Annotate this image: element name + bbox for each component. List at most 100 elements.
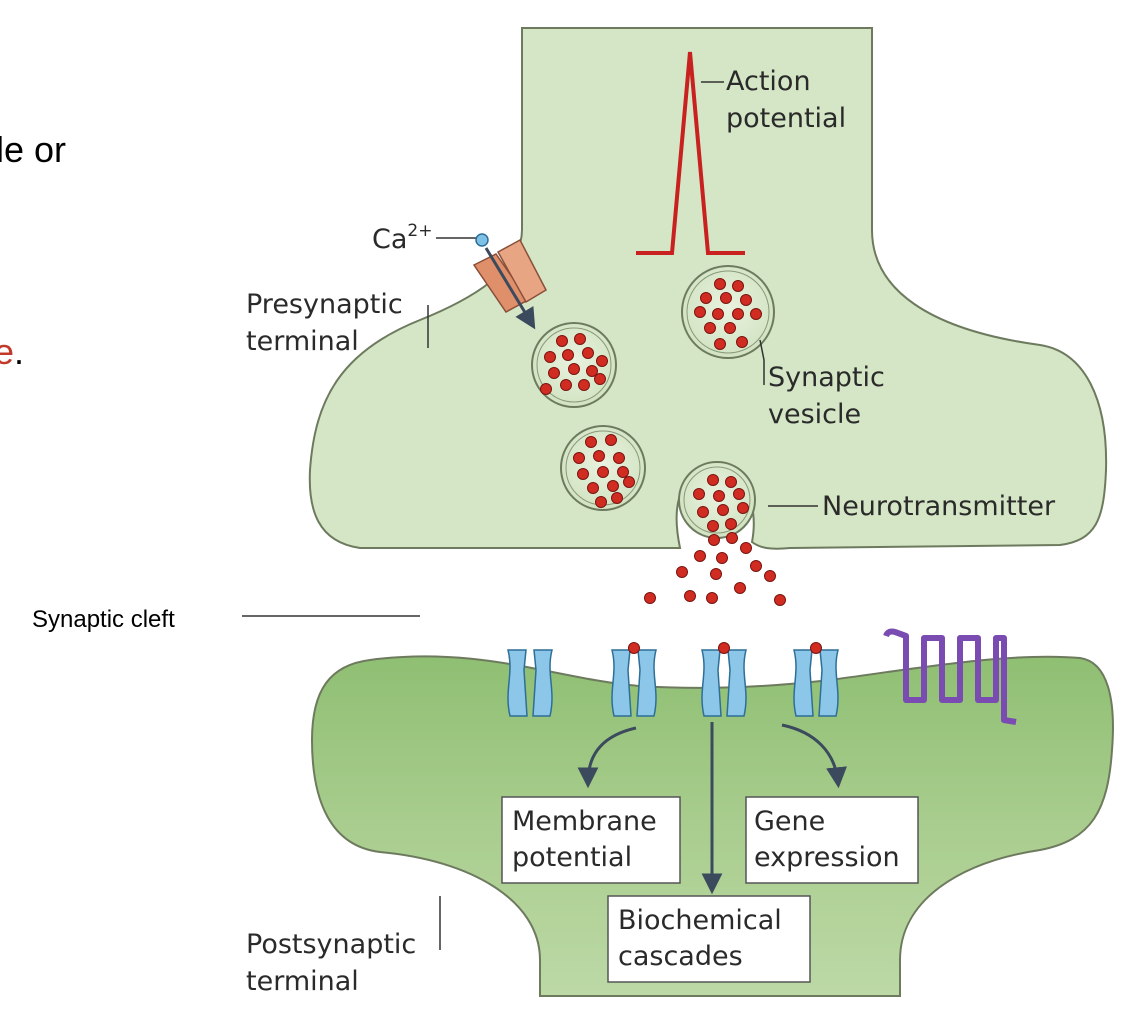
neurotransmitter-molecule — [613, 452, 625, 464]
neurotransmitter-molecule — [586, 365, 598, 377]
cropped-text-line2: e. — [0, 331, 24, 372]
neurotransmitter-molecule — [578, 379, 590, 391]
neurotransmitter-molecule — [716, 552, 728, 564]
cropped-text-line1: le or — [0, 129, 66, 170]
synaptic-vesicle — [560, 425, 646, 511]
neurotransmitter-molecule — [694, 306, 706, 318]
neurotransmitter-molecule — [617, 466, 629, 478]
neurotransmitter-molecule — [574, 333, 586, 345]
neurotransmitter-molecule — [704, 322, 716, 334]
neurotransmitter-molecule — [577, 468, 589, 480]
presynaptic-label-line2: terminal — [246, 326, 359, 357]
neurotransmitter-molecule — [714, 278, 726, 290]
neurotransmitter-molecule — [582, 347, 594, 359]
presynaptic-label-line1: Presynaptic — [246, 289, 403, 320]
neurotransmitter-molecule — [611, 492, 623, 504]
neurotransmitter-molecule — [707, 520, 719, 532]
neurotransmitter-molecule — [548, 367, 560, 379]
neurotransmitter-molecule — [712, 308, 724, 320]
neurotransmitter-molecule — [596, 355, 608, 367]
ionotropic-receptor — [507, 649, 553, 717]
biochemical-cascades-line1: Biochemical — [618, 905, 782, 936]
neurotransmitter-molecule — [736, 336, 748, 348]
arrow-to-membrane-potential — [577, 726, 637, 789]
neurotransmitter-molecule — [750, 308, 762, 320]
ca-label: Ca2+ — [372, 221, 432, 255]
action-potential-label-line1: Action — [726, 66, 811, 97]
synaptic-vesicle-label-line1: Synaptic — [768, 362, 885, 393]
neurotransmitter-molecule — [676, 566, 688, 578]
neurotransmitter-molecule — [593, 450, 605, 462]
neurotransmitter-molecule — [573, 452, 585, 464]
neurotransmitter-molecule — [562, 349, 574, 361]
biochemical-cascades-line2: cascades — [618, 941, 743, 972]
neurotransmitter-molecule — [724, 322, 736, 334]
neurotransmitter-molecule — [595, 496, 607, 508]
synaptic-vesicle — [681, 265, 775, 359]
neurotransmitter-molecule — [764, 570, 776, 582]
neurotransmitter-molecule — [540, 383, 552, 395]
neurotransmitter-molecule — [693, 488, 705, 500]
neurotransmitter-molecule — [644, 592, 656, 604]
synaptic-cleft-label: Synaptic cleft — [32, 606, 175, 633]
postsynaptic-label-line2: terminal — [246, 966, 359, 997]
neurotransmitter-molecule — [710, 568, 722, 580]
calcium-ion — [475, 233, 489, 247]
arrow-to-gene-expression — [781, 723, 847, 789]
receptors — [507, 642, 839, 717]
neurotransmitter-molecule — [734, 582, 746, 594]
neurotransmitter-molecule — [587, 482, 599, 494]
synaptic-vesicle — [531, 322, 617, 408]
neurotransmitter-molecule — [607, 480, 619, 492]
neurotransmitter-molecule — [774, 594, 786, 606]
neurotransmitter-molecule — [740, 294, 752, 306]
gpcr-receptor — [883, 628, 1017, 725]
gene-expression-box: Gene expression — [745, 796, 919, 884]
neurotransmitter-molecule — [720, 292, 732, 304]
neurotransmitter-molecule — [740, 542, 752, 554]
bound-neurotransmitter — [810, 642, 822, 654]
action-potential-trace — [636, 51, 745, 255]
membrane-potential-box: Membrane potential — [501, 796, 681, 884]
neurotransmitter-molecule — [717, 504, 729, 516]
neurotransmitter-molecule — [713, 490, 725, 502]
released-neurotransmitters — [644, 532, 786, 606]
neurotransmitter-molecule — [623, 476, 635, 488]
neurotransmitter-molecule — [725, 476, 737, 488]
calcium-influx-arrow — [484, 247, 536, 330]
neurotransmitter-molecule — [732, 280, 744, 292]
neurotransmitter-molecule — [737, 502, 749, 514]
neurotransmitter-molecule — [707, 474, 719, 486]
synaptic-vesicle-leader — [759, 339, 765, 385]
neurotransmitter-molecule — [697, 506, 709, 518]
ionotropic-receptor — [701, 642, 747, 717]
neurotransmitter-molecule — [585, 436, 597, 448]
neurotransmitter-molecule — [568, 363, 580, 375]
neurotransmitter-molecule — [694, 550, 706, 562]
biochemical-cascades-box: Biochemical cascades — [607, 895, 811, 983]
neurotransmitter-molecule — [556, 335, 568, 347]
synaptic-vesicle-label-line2: vesicle — [768, 399, 861, 430]
gene-expression-line1: Gene — [754, 806, 825, 837]
neurotransmitter-molecule — [605, 434, 617, 446]
neurotransmitter-molecule — [544, 351, 556, 363]
neurotransmitter-molecule — [732, 308, 744, 320]
neurotransmitter-molecule — [750, 560, 762, 572]
neurotransmitter-molecule — [706, 592, 718, 604]
neurotransmitter-molecule — [708, 534, 720, 546]
neurotransmitter-label: Neurotransmitter — [822, 491, 1056, 522]
neurotransmitter-molecule — [726, 532, 738, 544]
postsynaptic-label-line1: Postsynaptic — [246, 929, 416, 960]
ionotropic-receptor — [611, 642, 657, 717]
neurotransmitter-molecule — [594, 373, 606, 385]
bound-neurotransmitter — [718, 642, 730, 654]
gene-expression-line2: expression — [754, 842, 900, 873]
bound-neurotransmitter — [628, 642, 640, 654]
synaptic-vesicle — [678, 461, 756, 539]
neurotransmitter-molecule — [733, 488, 745, 500]
action-potential-label-line2: potential — [726, 103, 846, 134]
neurotransmitter-molecule — [714, 338, 726, 350]
neurotransmitter-molecule — [597, 466, 609, 478]
neurotransmitter-molecule — [700, 292, 712, 304]
